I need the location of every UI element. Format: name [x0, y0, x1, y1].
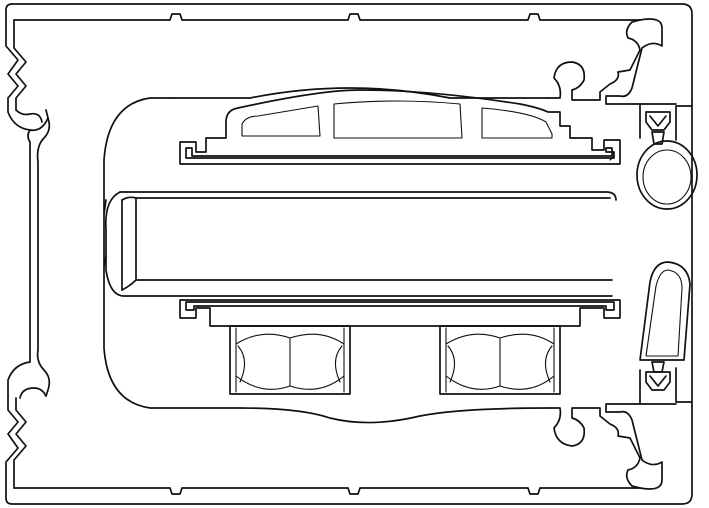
lower-clamp-bar — [179, 299, 621, 327]
slot-nut-left — [229, 325, 351, 395]
upper-clamp-bar — [179, 89, 621, 165]
round-gasket-top — [636, 111, 698, 210]
outer-profile — [5, 3, 693, 505]
slot-nut-right — [439, 325, 561, 395]
oval-gasket-bottom — [639, 261, 691, 391]
